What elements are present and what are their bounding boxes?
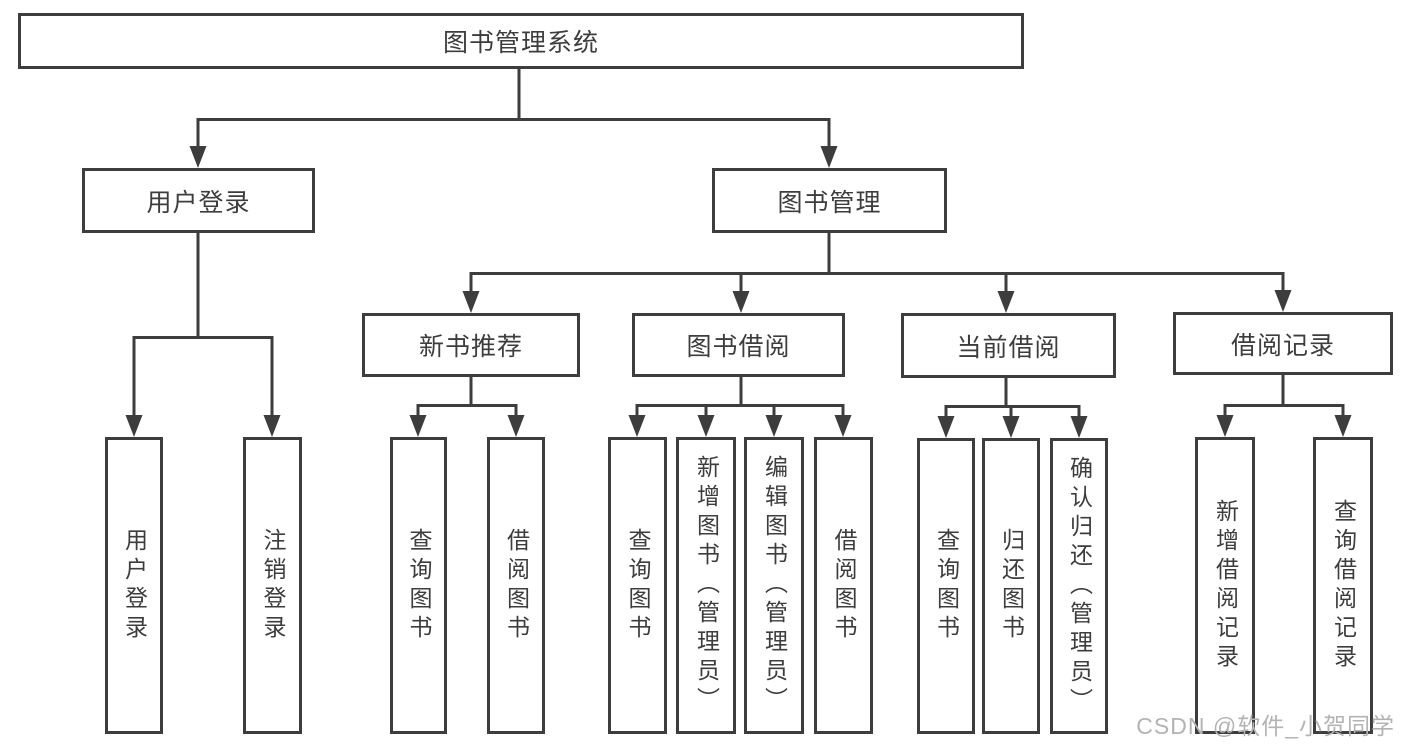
node-label: 新增借阅记录 bbox=[1212, 498, 1239, 673]
leaf-borrow-books: 借阅图书 bbox=[814, 437, 873, 734]
leaf-return-books: 归还图书 bbox=[982, 438, 1040, 734]
node-label: 确认归还（管理员） bbox=[1066, 455, 1093, 717]
leaf-user-login: 用户登录 bbox=[105, 437, 163, 734]
node-library-management-system: 图书管理系统 bbox=[18, 13, 1024, 69]
node-new-book-recommend: 新书推荐 bbox=[362, 313, 580, 377]
leaf-borrow-books-recommend: 借阅图书 bbox=[487, 437, 545, 734]
node-label: 当前借阅 bbox=[956, 333, 1061, 362]
leaf-query-books-borrowing: 查询图书 bbox=[608, 437, 667, 734]
leaf-confirm-return-admin: 确认归还（管理员） bbox=[1050, 438, 1108, 734]
node-borrowing-records: 借阅记录 bbox=[1173, 312, 1393, 375]
node-label: 借阅记录 bbox=[1230, 331, 1335, 360]
leaf-query-books-recommend: 查询图书 bbox=[390, 437, 447, 734]
node-label: 用户登录 bbox=[146, 188, 251, 217]
csdn-watermark: CSDN @软件_小贺同学 bbox=[1136, 713, 1395, 739]
node-label: 借阅图书 bbox=[831, 527, 857, 644]
node-label: 图书借阅 bbox=[686, 333, 791, 361]
arrowheads bbox=[125, 146, 1352, 438]
node-label: 借阅图书 bbox=[503, 527, 530, 644]
node-label: 查询图书 bbox=[933, 528, 960, 644]
node-label: 归还图书 bbox=[998, 528, 1025, 644]
node-user-login: 用户登录 bbox=[82, 168, 315, 233]
node-book-management: 图书管理 bbox=[712, 168, 947, 233]
leaf-edit-books-admin: 编辑图书（管理员） bbox=[744, 437, 804, 734]
node-label: 查询图书 bbox=[406, 527, 432, 644]
leaf-add-books-admin: 新增图书（管理员） bbox=[676, 437, 736, 734]
node-label: 查询图书 bbox=[625, 527, 651, 644]
node-label: 新书推荐 bbox=[418, 333, 523, 361]
node-label: 用户登录 bbox=[121, 527, 148, 644]
node-label: 注销登录 bbox=[260, 527, 286, 644]
node-label: 查询借阅记录 bbox=[1330, 498, 1357, 673]
leaf-query-books-current: 查询图书 bbox=[917, 438, 975, 734]
node-book-borrowing: 图书借阅 bbox=[632, 313, 845, 377]
node-label: 编辑图书（管理员） bbox=[761, 455, 788, 716]
node-current-borrowing: 当前借阅 bbox=[901, 313, 1116, 378]
node-label: 新增图书（管理员） bbox=[693, 455, 720, 716]
leaf-logout: 注销登录 bbox=[243, 437, 302, 734]
node-label: 图书管理系统 bbox=[442, 29, 599, 57]
leaf-add-borrow-record: 新增借阅记录 bbox=[1195, 437, 1255, 734]
leaf-query-borrow-record: 查询借阅记录 bbox=[1313, 437, 1373, 734]
node-label: 图书管理 bbox=[777, 188, 882, 217]
